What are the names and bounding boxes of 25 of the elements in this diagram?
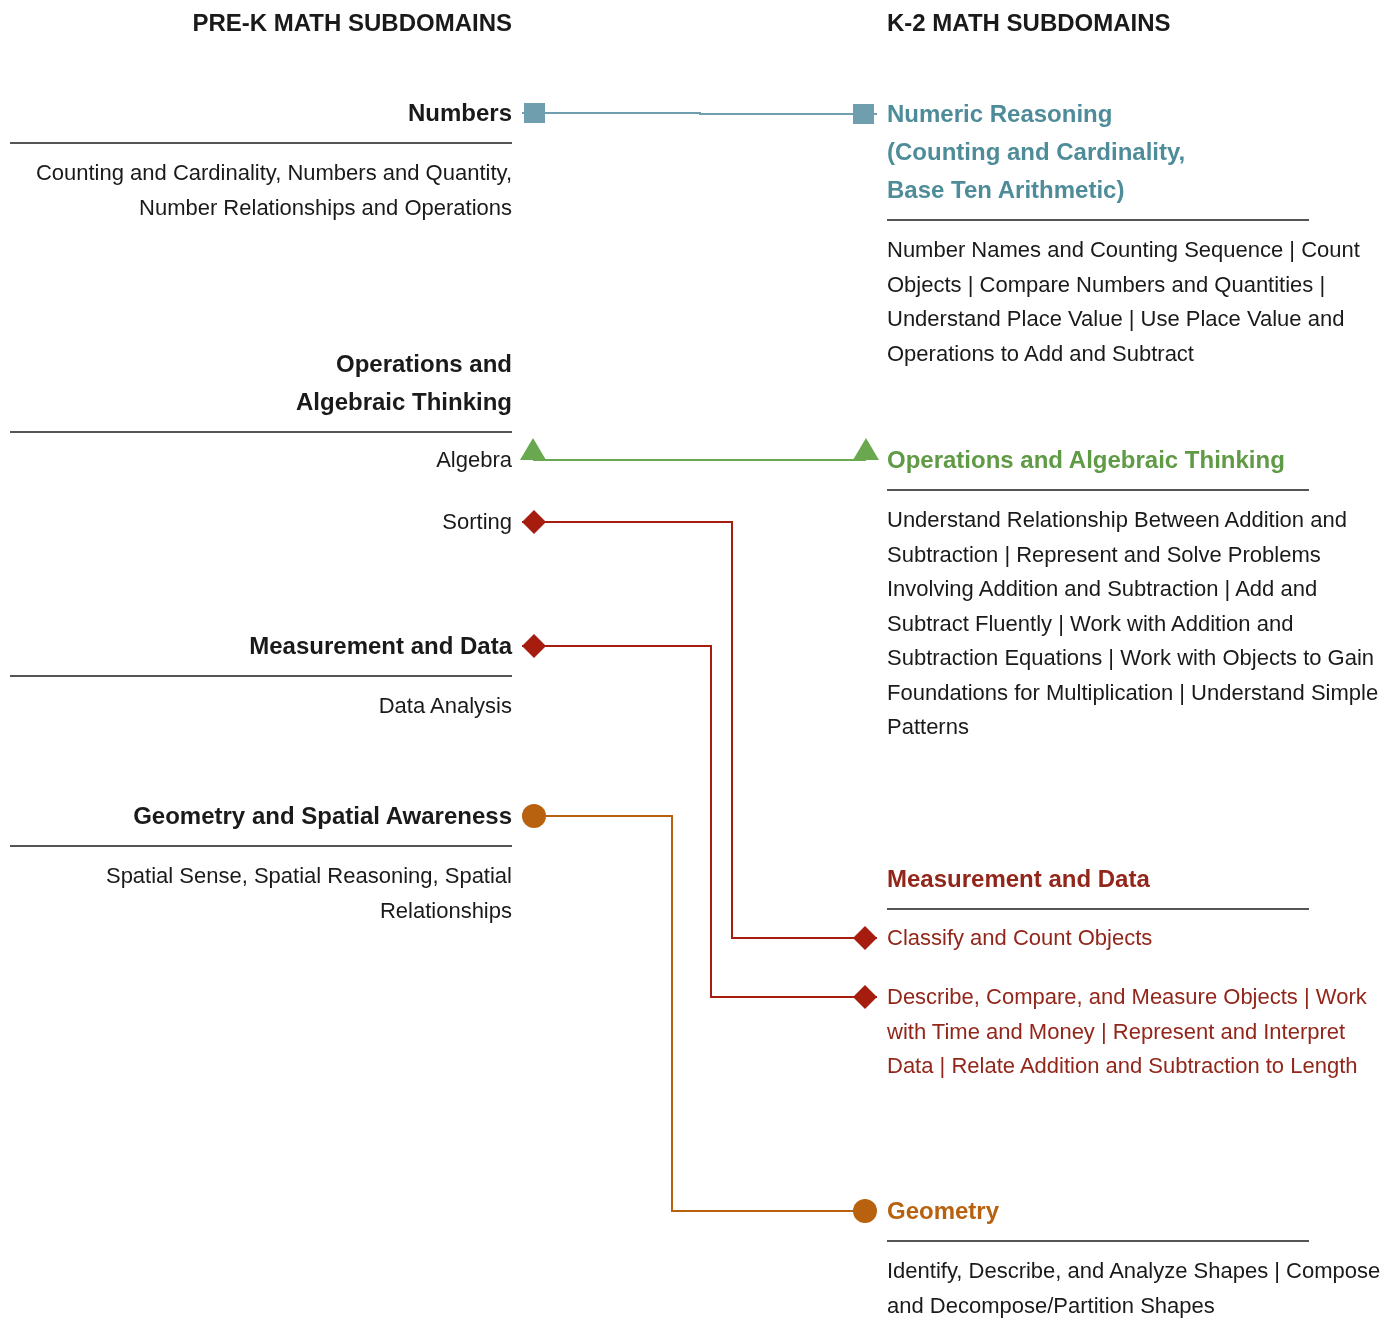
- connector-line: [521, 103, 878, 124]
- heading: Measurement and Data: [248, 631, 512, 661]
- heading: Numbers: [406, 98, 512, 128]
- description-text: Data Analysis: [377, 692, 512, 720]
- heading: Geometry: [887, 1196, 1001, 1226]
- item-text: Describe, Compare, and Measure Objects | Work with Time and Money | Represent and Interpret Data | Relate Addition and Subtraction to Length: [887, 983, 1368, 1080]
- description-text: Number Names and Counting Sequence | Count Objects | Compare Numbers and Quantities | Understand Place Value | Use Place Value and Operations to Add and Subtract: [887, 236, 1361, 368]
- item-text: Algebra: [435, 446, 512, 474]
- section-heading: Operations and Algebraic Thinking: [294, 349, 512, 417]
- description-text: Identify, Describe, and Analyze Shapes | Compose and Decompose/Partition Shapes: [887, 1257, 1382, 1320]
- item-text: Classify and Count Objects: [887, 924, 1154, 952]
- item-text: Sorting: [441, 508, 512, 536]
- connector-line: [520, 438, 879, 461]
- description-text: Counting and Cardinality, Numbers and Quantity, Number Relationships and Operations: [34, 159, 512, 222]
- connector-line: [521, 804, 878, 1223]
- heading: Geometry and Spatial Awareness: [132, 801, 512, 831]
- column-title: PRE-K MATH SUBDOMAINS: [191, 8, 512, 38]
- heading: Operations and Algebraic Thinking: [887, 445, 1286, 475]
- heading: Numeric Reasoning (Counting and Cardinality, Base Ten Arithmetic): [887, 99, 1187, 205]
- description-text: Understand Relationship Between Addition and Subtraction | Represent and Solve Problems Involving Addition and Subtraction | Add and Subtract Fluently | Work with Addition and Subtraction Equations | Work with Objects to Gain Foundations for Multiplication | Understand Simple Patterns: [887, 506, 1380, 741]
- column-title: K-2 MATH SUBDOMAINS: [887, 8, 1172, 38]
- section-heading: Measurement and Data: [887, 864, 1151, 894]
- connector-line: [521, 510, 878, 950]
- connector-line: [521, 634, 878, 1009]
- description-text: Spatial Sense, Spatial Reasoning, Spatial Relationships: [104, 862, 512, 925]
